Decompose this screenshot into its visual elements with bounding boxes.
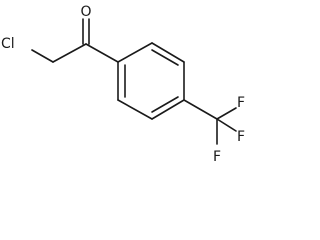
bond-c-f-right: [216, 118, 237, 132]
ring-bond-2: [151, 42, 185, 63]
bond-cl-ch2: [31, 49, 54, 63]
atom-fluorine-upper: F: [237, 95, 245, 111]
ring-bond-5: [117, 99, 153, 120]
atom-fluorine-right: F: [237, 129, 245, 145]
chemical-structure-diagram: O Cl F F F: [1, 4, 245, 165]
bond-ring-cf3: [183, 99, 218, 120]
ring-inner-bond-3: [151, 96, 179, 113]
ring-inner-bond-2: [151, 49, 179, 66]
atom-fluorine-lower: F: [213, 149, 221, 165]
ring-bond-4: [151, 99, 185, 120]
atom-chlorine: Cl: [1, 36, 15, 52]
ring-bond-1: [117, 42, 153, 63]
bond-ch2-carbonyl: [52, 43, 87, 63]
bond-c-f-upper: [216, 107, 237, 120]
bond-carbonyl-ring: [85, 43, 119, 63]
atom-oxygen: O: [80, 4, 91, 20]
